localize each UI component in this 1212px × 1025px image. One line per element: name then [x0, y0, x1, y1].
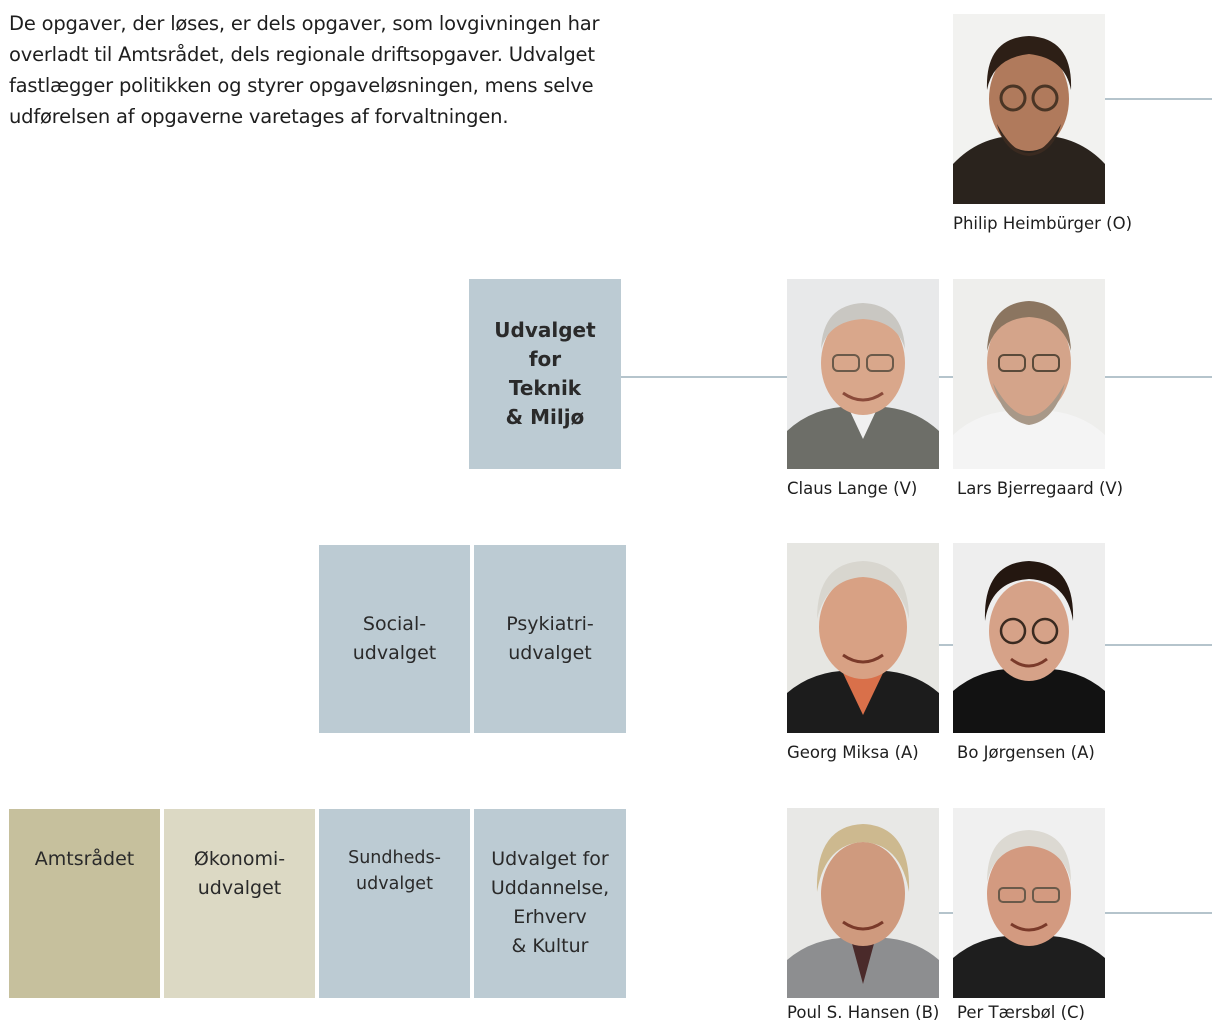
caption-taersboel: Per Tærsbøl (C) — [957, 1003, 1085, 1022]
committee-teknik-label: Udvalget for Teknik & Miljø — [494, 318, 596, 429]
caption-bjerregaard: Lars Bjerregaard (V) — [957, 479, 1124, 498]
caption-lange: Claus Lange (V) — [787, 479, 918, 498]
caption-miksa: Georg Miksa (A) — [787, 743, 919, 762]
committee-social-label: Social- udvalget — [352, 613, 437, 664]
connector-line-heimburger — [1105, 98, 1212, 100]
connector-line-teknik-pair — [939, 376, 955, 378]
committee-uddannelse-label: Udvalget for Uddannelse, Erhverv & Kultu… — [490, 848, 610, 957]
committee-psykiatri: Psykiatri- udvalget — [474, 545, 626, 733]
connector-line-uddannelse-out — [1105, 912, 1212, 914]
portrait-lange — [787, 279, 939, 469]
committee-sundhed-label: Sundheds- udvalget — [348, 848, 441, 894]
committee-sundhed: Sundheds- udvalget — [319, 809, 470, 998]
portrait-bjerregaard — [953, 279, 1105, 469]
committee-psykiatri-label: Psykiatri- udvalget — [506, 613, 594, 664]
portrait-hansen — [787, 808, 939, 998]
committee-oekonomi: Økonomi- udvalget — [164, 809, 315, 998]
caption-joergensen: Bo Jørgensen (A) — [957, 743, 1095, 762]
caption-heimburger: Philip Heimbürger (O) — [953, 214, 1133, 233]
committee-teknik-miljoe: Udvalget for Teknik & Miljø — [469, 279, 621, 469]
council-amtsraadet-label: Amtsrådet — [34, 848, 135, 870]
intro-paragraph: De opgaver, der løses, er dels opgaver, … — [9, 12, 600, 128]
portrait-taersboel — [953, 808, 1105, 998]
portrait-heimburger — [953, 14, 1105, 204]
portrait-joergensen — [953, 543, 1105, 733]
connector-line-social-out — [1105, 644, 1212, 646]
connector-line-social-pair — [939, 644, 955, 646]
council-amtsraadet: Amtsrådet — [9, 809, 160, 998]
committee-oekonomi-label: Økonomi- udvalget — [193, 848, 286, 899]
portrait-miksa — [787, 543, 939, 733]
connector-line-teknik — [621, 376, 788, 378]
connector-line-teknik-out — [1105, 376, 1212, 378]
committee-social: Social- udvalget — [319, 545, 470, 733]
connector-line-uddannelse-pair — [939, 912, 955, 914]
caption-hansen: Poul S. Hansen (B) — [787, 1003, 940, 1022]
committee-uddannelse: Udvalget for Uddannelse, Erhverv & Kultu… — [474, 809, 626, 998]
